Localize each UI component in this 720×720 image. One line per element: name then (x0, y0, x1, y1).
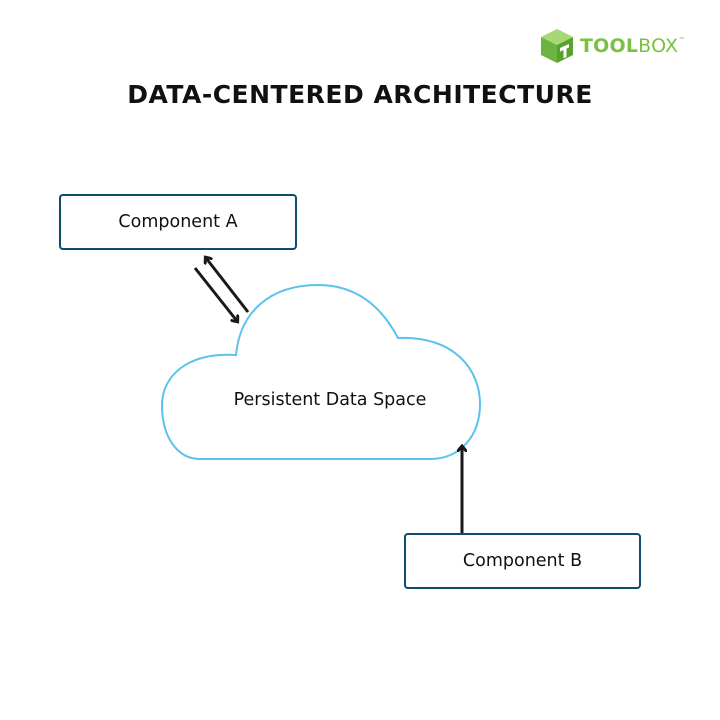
cloud-shape (160, 283, 482, 460)
brand-name-bold: TOOL (580, 35, 639, 57)
persistent-data-space-label: Persistent Data Space (233, 390, 427, 410)
component-b-box: Component B (404, 533, 641, 589)
arrow-cloud-to-a (206, 258, 250, 313)
component-a-label: Component A (118, 212, 238, 232)
toolbox-logo: TOOLBOX™ (540, 26, 685, 66)
green-cube-icon (541, 29, 573, 63)
component-b-label: Component B (462, 551, 583, 571)
page-title: DATA-CENTERED ARCHITECTURE (127, 80, 593, 109)
trademark: ™ (678, 36, 686, 44)
component-a-box: Component A (59, 194, 297, 250)
brand-name-light: BOX (638, 35, 679, 57)
brand-name: TOOLBOX™ (580, 35, 685, 57)
arrow-a-to-cloud (193, 267, 237, 321)
